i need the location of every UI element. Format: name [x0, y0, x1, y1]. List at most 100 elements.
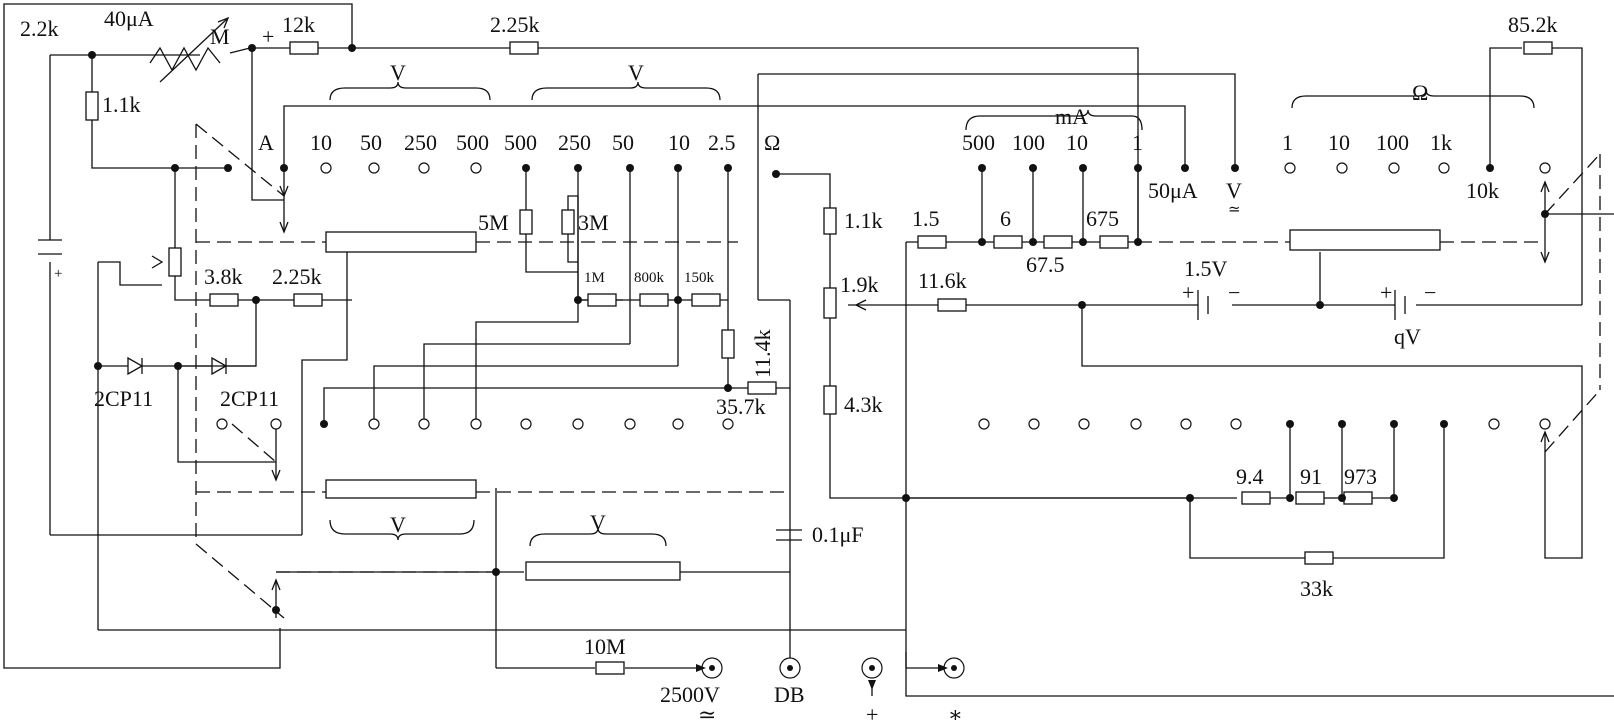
- svg-text:2CP11: 2CP11: [220, 386, 279, 411]
- resistor-800k: [639, 293, 669, 307]
- svg-text:4.3k: 4.3k: [844, 392, 883, 417]
- resistor-973: [1343, 491, 1373, 505]
- ohm-range-0: 1: [1282, 130, 1293, 155]
- ac-range-1: 50: [360, 130, 382, 155]
- resistor-11-6k: [937, 298, 967, 312]
- potentiometer-1-9k: [823, 287, 837, 319]
- range-labels: A 10 50 250 500 500 250 50 10 2.5 Ω 500 …: [258, 130, 1499, 218]
- resistor-3-8k: [209, 293, 239, 307]
- resistor-1m: [587, 293, 617, 307]
- ac-range-0: 10: [310, 130, 332, 155]
- svg-text:67.5: 67.5: [1026, 252, 1065, 277]
- ma-range-2: 10: [1066, 130, 1088, 155]
- component-labels: 2.2k 1.1k 12k 2.25k 85.2k 3.8k 2.25k 5M …: [20, 12, 1558, 659]
- ma-range-0: 500: [962, 130, 995, 155]
- pos-v-label: V: [1226, 178, 1242, 203]
- svg-text:973: 973: [1344, 464, 1377, 489]
- ac-range-3: 500: [456, 130, 489, 155]
- svg-text:3.8k: 3.8k: [204, 264, 243, 289]
- svg-text:+: +: [1182, 280, 1194, 305]
- wires: [3, 3, 1614, 697]
- svg-text:3M: 3M: [578, 210, 609, 235]
- dc-range-3: 10: [668, 130, 690, 155]
- ma-range-1: 100: [1012, 130, 1045, 155]
- dc-range-4: 2.5: [708, 130, 736, 155]
- potentiometer: [168, 247, 182, 277]
- svg-text:12k: 12k: [282, 12, 315, 37]
- resistor-675: [1099, 235, 1129, 249]
- contact-holes: [216, 162, 1551, 430]
- svg-text:−: −: [1228, 280, 1240, 305]
- svg-text:9.4: 9.4: [1236, 464, 1264, 489]
- ma-range-3: 1: [1132, 130, 1143, 155]
- resistor-33k: [1304, 551, 1334, 565]
- svg-text:1.9k: 1.9k: [840, 272, 879, 297]
- meter-plus: +: [262, 24, 274, 49]
- svg-text:35.7k: 35.7k: [716, 394, 766, 419]
- group-brackets: V V mA Ω V V: [329, 60, 1535, 547]
- pos-ohm-label: Ω: [764, 130, 780, 155]
- resistor-67-5: [1043, 235, 1073, 249]
- svg-text:1M: 1M: [584, 270, 605, 286]
- terminal-2500v: 2500V: [660, 682, 720, 707]
- resistor-9-4: [1241, 491, 1271, 505]
- meter-sensitivity: 40μA: [104, 6, 154, 31]
- ohm-range-2: 100: [1376, 130, 1409, 155]
- group-vac-label: V: [390, 60, 406, 85]
- resistor-2-25k-top: [509, 41, 539, 55]
- group-vdc-label: V: [628, 60, 644, 85]
- svg-text:2.2k: 2.2k: [20, 16, 59, 41]
- resistor-1-5: [917, 235, 947, 249]
- dc-range-0: 500: [504, 130, 537, 155]
- svg-text:−: −: [1424, 280, 1436, 305]
- svg-text:10M: 10M: [584, 634, 626, 659]
- switch-linkages: [195, 123, 1601, 619]
- terminals: 2500V ≃ DB + ∗: [660, 657, 965, 726]
- resistor-3m: [561, 209, 575, 235]
- svg-text:6: 6: [1000, 206, 1011, 231]
- resistor-11-4k: [721, 329, 735, 359]
- svg-text:2.25k: 2.25k: [272, 264, 322, 289]
- resistor-5m: [519, 209, 533, 235]
- svg-text:+: +: [54, 266, 62, 282]
- dc-range-1: 250: [558, 130, 591, 155]
- svg-text:≃: ≃: [1228, 202, 1241, 218]
- svg-text:≃: ≃: [698, 702, 716, 726]
- svg-text:+: +: [1380, 280, 1392, 305]
- terminal-plus: +: [866, 702, 878, 726]
- resistor-6: [993, 235, 1023, 249]
- junction-dots: [88, 44, 1549, 614]
- svg-text:2.25k: 2.25k: [490, 12, 540, 37]
- resistor-4-3k: [823, 385, 837, 415]
- resistor-1-1k-mid: [823, 207, 837, 235]
- resistors: [85, 41, 1553, 675]
- meter-symbol: M: [210, 24, 230, 49]
- resistor-150k: [691, 293, 721, 307]
- svg-text:11.4k: 11.4k: [750, 329, 775, 378]
- ohm-range-3: 1k: [1430, 130, 1452, 155]
- terminal-star: ∗: [948, 702, 963, 726]
- svg-text:33k: 33k: [1300, 576, 1333, 601]
- cap-label: 0.1μF: [812, 522, 864, 547]
- svg-text:675: 675: [1086, 206, 1119, 231]
- svg-text:800k: 800k: [634, 270, 665, 286]
- meter-movement: 40μA M +: [104, 6, 274, 83]
- svg-text:1.1k: 1.1k: [102, 92, 141, 117]
- resistor-91: [1295, 491, 1325, 505]
- pos-a-label: A: [258, 130, 274, 155]
- svg-text:5M: 5M: [478, 210, 509, 235]
- resistor-1-1k-top: [85, 91, 99, 121]
- terminal-db: DB: [774, 682, 805, 707]
- battery-1-5v-label: 1.5V: [1184, 256, 1228, 281]
- pos-50ua-label: 50μA: [1148, 178, 1198, 203]
- svg-text:91: 91: [1300, 464, 1322, 489]
- battery-qv-label: qV: [1394, 324, 1421, 349]
- switch-bars: [325, 229, 1441, 581]
- group-vdc-low-label: V: [590, 510, 606, 535]
- diodes: [127, 356, 256, 376]
- pos-10k-label: 10k: [1466, 178, 1499, 203]
- resistor-85-2k: [1523, 41, 1553, 55]
- svg-text:85.2k: 85.2k: [1508, 12, 1558, 37]
- batteries: + − + − 1.5V qV: [1182, 256, 1436, 349]
